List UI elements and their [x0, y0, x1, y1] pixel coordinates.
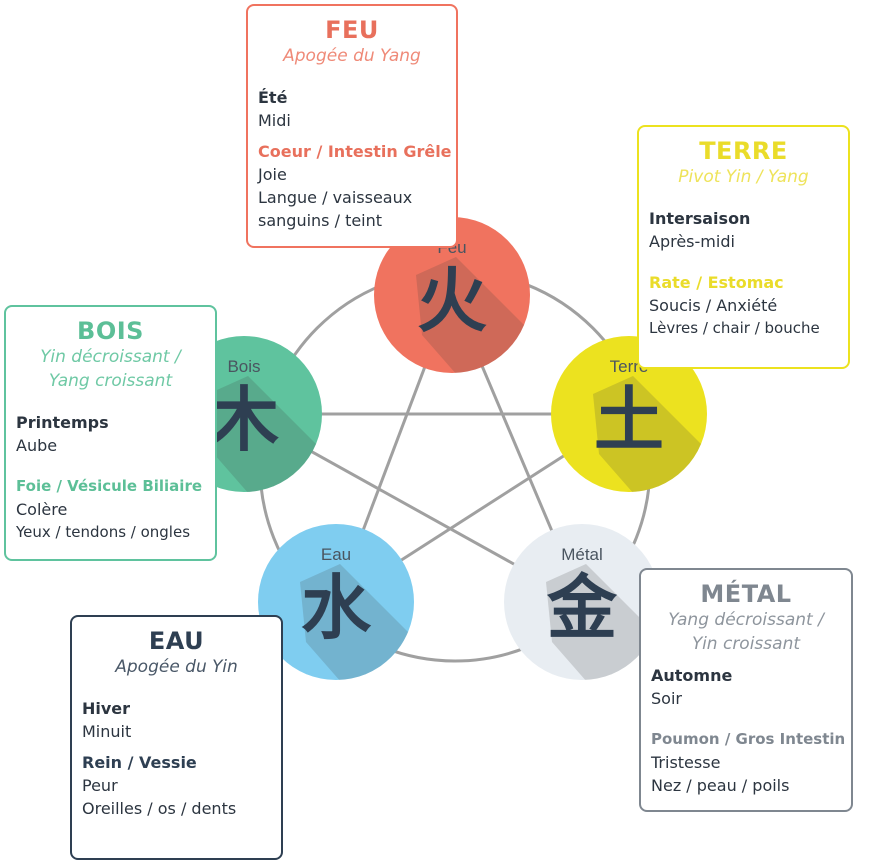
node-character: 土 — [594, 378, 664, 461]
season-label: Intersaison — [649, 209, 751, 228]
organs-label: Poumon / Gros Intestin — [651, 730, 846, 748]
card-title: EAU — [148, 627, 205, 655]
card-title: TERRE — [699, 137, 788, 165]
season-label: Été — [258, 88, 288, 107]
body-label: Langue / vaisseaux sanguins / teint — [258, 188, 413, 230]
card-title: BOIS — [77, 317, 144, 345]
time-label: Minuit — [82, 722, 132, 741]
card-terre: TERRE Pivot Yin / Yang Intersaison Après… — [637, 125, 850, 369]
node-circle — [504, 524, 660, 680]
card-subtitle: Apogée du Yin — [115, 657, 238, 677]
node-shadow — [416, 257, 530, 373]
node-character: 木 — [209, 378, 279, 461]
node-label: Eau — [321, 545, 351, 564]
emotion-label: Peur — [82, 776, 118, 795]
body-label: Oreilles / os / dents — [82, 799, 237, 818]
node-shadow — [546, 564, 660, 680]
node-metal: Métal 金 — [504, 524, 660, 680]
card-subtitle: Pivot Yin / Yang — [678, 167, 809, 187]
card-title: FEU — [325, 16, 379, 44]
card-metal: MÉTAL Yang décroissant / Yin croissant A… — [639, 568, 853, 812]
node-character: 火 — [417, 259, 487, 342]
organs-label: Coeur / Intestin Grêle — [258, 142, 452, 161]
organs-label: Rein / Vessie — [82, 753, 197, 772]
time-label: Soir — [651, 689, 682, 708]
node-character: 金 — [546, 566, 618, 649]
body-label: Lèvres / chair / bouche — [649, 319, 820, 337]
season-label: Printemps — [16, 413, 109, 432]
organs-label: Foie / Vésicule Biliaire — [16, 477, 203, 495]
node-circle — [258, 524, 414, 680]
node-shadow — [593, 376, 707, 492]
card-subtitle: Yin décroissant / Yang croissant — [40, 347, 181, 391]
card-title: MÉTAL — [700, 580, 792, 608]
node-eau: Eau 水 — [258, 524, 414, 680]
node-feu: Feu火 — [374, 217, 530, 373]
time-label: Après-midi — [649, 232, 735, 251]
time-label: Midi — [258, 111, 291, 130]
node-shadow — [300, 564, 414, 680]
time-label: Aube — [16, 436, 58, 455]
card-subtitle: Apogée du Yang — [283, 46, 421, 66]
body-label: Nez / peau / poils — [651, 776, 790, 795]
node-circle — [374, 217, 530, 373]
node-label: Bois — [227, 357, 260, 376]
season-label: Hiver — [82, 699, 131, 718]
card-bois: BOIS Yin décroissant / Yang croissant Pr… — [4, 305, 217, 561]
card-feu: FEU Apogée du Yang Été Midi Coeur / Inte… — [246, 4, 458, 248]
organs-label: Rate / Estomac — [649, 273, 784, 292]
card-eau: EAU Apogée du Yin Hiver Minuit Rein / Ve… — [70, 615, 283, 860]
node-circle — [551, 336, 707, 492]
emotion-label: Colère — [16, 500, 68, 519]
node-label: Métal — [561, 545, 603, 564]
node-shadow — [208, 376, 322, 492]
node-character: 水 — [301, 566, 372, 649]
season-label: Automne — [651, 666, 733, 685]
emotion-label: Soucis / Anxiété — [649, 296, 778, 315]
body-label: Yeux / tendons / ongles — [16, 523, 191, 541]
emotion-label: Joie — [258, 165, 287, 184]
card-subtitle: Yang décroissant / Yin croissant — [668, 610, 824, 654]
emotion-label: Tristesse — [651, 753, 721, 772]
